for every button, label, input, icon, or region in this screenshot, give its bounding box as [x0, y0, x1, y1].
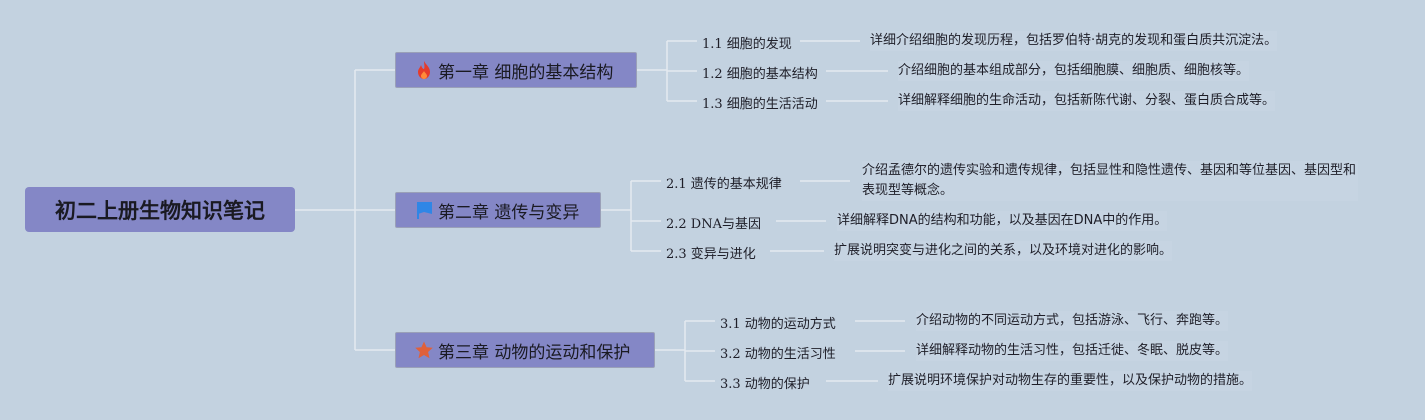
section-desc-3-2: 详细解释动物的生活习性，包括迁徙、冬眠、脱皮等。	[916, 341, 1229, 361]
flag-icon	[414, 200, 434, 220]
section-label-2-1[interactable]: 2.1 遗传的基本规律	[666, 177, 782, 192]
section-desc-3-1: 介绍动物的不同运动方式，包括游泳、飞行、奔跑等。	[916, 311, 1229, 331]
section-label-3-3[interactable]: 3.3 动物的保护	[720, 377, 810, 392]
section-desc-2-2: 详细解释DNA的结构和功能，以及基因在DNA中的作用。	[837, 211, 1168, 231]
section-label-1-1[interactable]: 1.1 细胞的发现	[702, 37, 792, 52]
chapter-title-3: 第三章 动物的运动和保护	[438, 342, 631, 363]
section-desc-2-3: 扩展说明突变与进化之间的关系，以及环境对进化的影响。	[834, 241, 1173, 261]
root-node[interactable]: 初二上册生物知识笔记	[25, 187, 295, 232]
chapter-title-1: 第一章 细胞的基本结构	[438, 62, 614, 83]
chapter-node-1[interactable]: 第一章 细胞的基本结构	[395, 52, 637, 88]
fire-icon	[414, 60, 434, 80]
section-desc-1-2: 介绍细胞的基本组成部分，包括细胞膜、细胞质、细胞核等。	[898, 61, 1250, 81]
star-icon	[414, 340, 434, 360]
section-label-2-2[interactable]: 2.2 DNA与基因	[666, 217, 761, 232]
chapter-node-2[interactable]: 第二章 遗传与变异	[395, 192, 601, 228]
section-desc-1-3: 详细解释细胞的生命活动，包括新陈代谢、分裂、蛋白质合成等。	[898, 91, 1276, 111]
section-desc-3-3: 扩展说明环境保护对动物生存的重要性，以及保护动物的措施。	[888, 371, 1253, 391]
chapter-node-3[interactable]: 第三章 动物的运动和保护	[395, 332, 655, 368]
section-label-3-1[interactable]: 3.1 动物的运动方式	[720, 317, 836, 332]
section-desc-2-1: 介绍孟德尔的遗传实验和遗传规律，包括显性和隐性遗传、基因和等位基因、基因型和表现…	[862, 161, 1358, 201]
section-label-1-2[interactable]: 1.2 细胞的基本结构	[702, 67, 818, 82]
section-desc-1-1: 详细介绍细胞的发现历程，包括罗伯特·胡克的发现和蛋白质共沉淀法。	[870, 31, 1278, 51]
chapter-title-2: 第二章 遗传与变异	[438, 202, 580, 223]
section-label-3-2[interactable]: 3.2 动物的生活习性	[720, 347, 836, 362]
section-label-2-3[interactable]: 2.3 变异与进化	[666, 247, 756, 262]
section-label-1-3[interactable]: 1.3 细胞的生活活动	[702, 97, 818, 112]
root-title: 初二上册生物知识笔记	[55, 198, 265, 223]
